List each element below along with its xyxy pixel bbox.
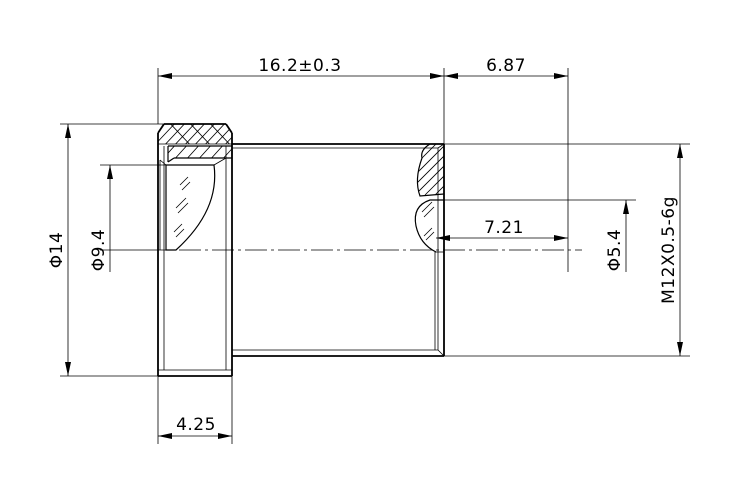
dim-aperture-diameter-label: Φ5.4 bbox=[605, 229, 625, 271]
aperture-glass-marks bbox=[421, 201, 435, 241]
aperture-hatching bbox=[417, 144, 444, 196]
retainer-hatching bbox=[168, 146, 232, 158]
lens-assembly bbox=[159, 145, 233, 251]
dim-bore-depth bbox=[436, 235, 568, 241]
dim-outer-diameter bbox=[60, 123, 164, 377]
part-outline bbox=[157, 123, 445, 377]
dim-lens-diameter bbox=[100, 164, 166, 272]
dim-flange-width bbox=[157, 376, 233, 444]
dim-aperture-diameter bbox=[444, 199, 636, 272]
aperture-section bbox=[414, 143, 445, 253]
dim-thread bbox=[444, 143, 690, 357]
dim-overall-length-label: 16.2±0.3 bbox=[258, 56, 341, 76]
dim-thread-label: M12X0.5-6g bbox=[659, 196, 679, 304]
dim-overall-length bbox=[157, 68, 445, 144]
dim-flange-width-label: 4.25 bbox=[176, 415, 216, 435]
dim-outer-diameter-label: Φ14 bbox=[47, 232, 67, 269]
dim-bore-depth-label: 7.21 bbox=[484, 218, 524, 238]
dim-inner-depth bbox=[444, 68, 569, 272]
dim-inner-depth-label: 6.87 bbox=[486, 56, 526, 76]
dim-lens-diameter-label: Φ9.4 bbox=[89, 229, 109, 271]
flange-hatching bbox=[158, 124, 232, 144]
